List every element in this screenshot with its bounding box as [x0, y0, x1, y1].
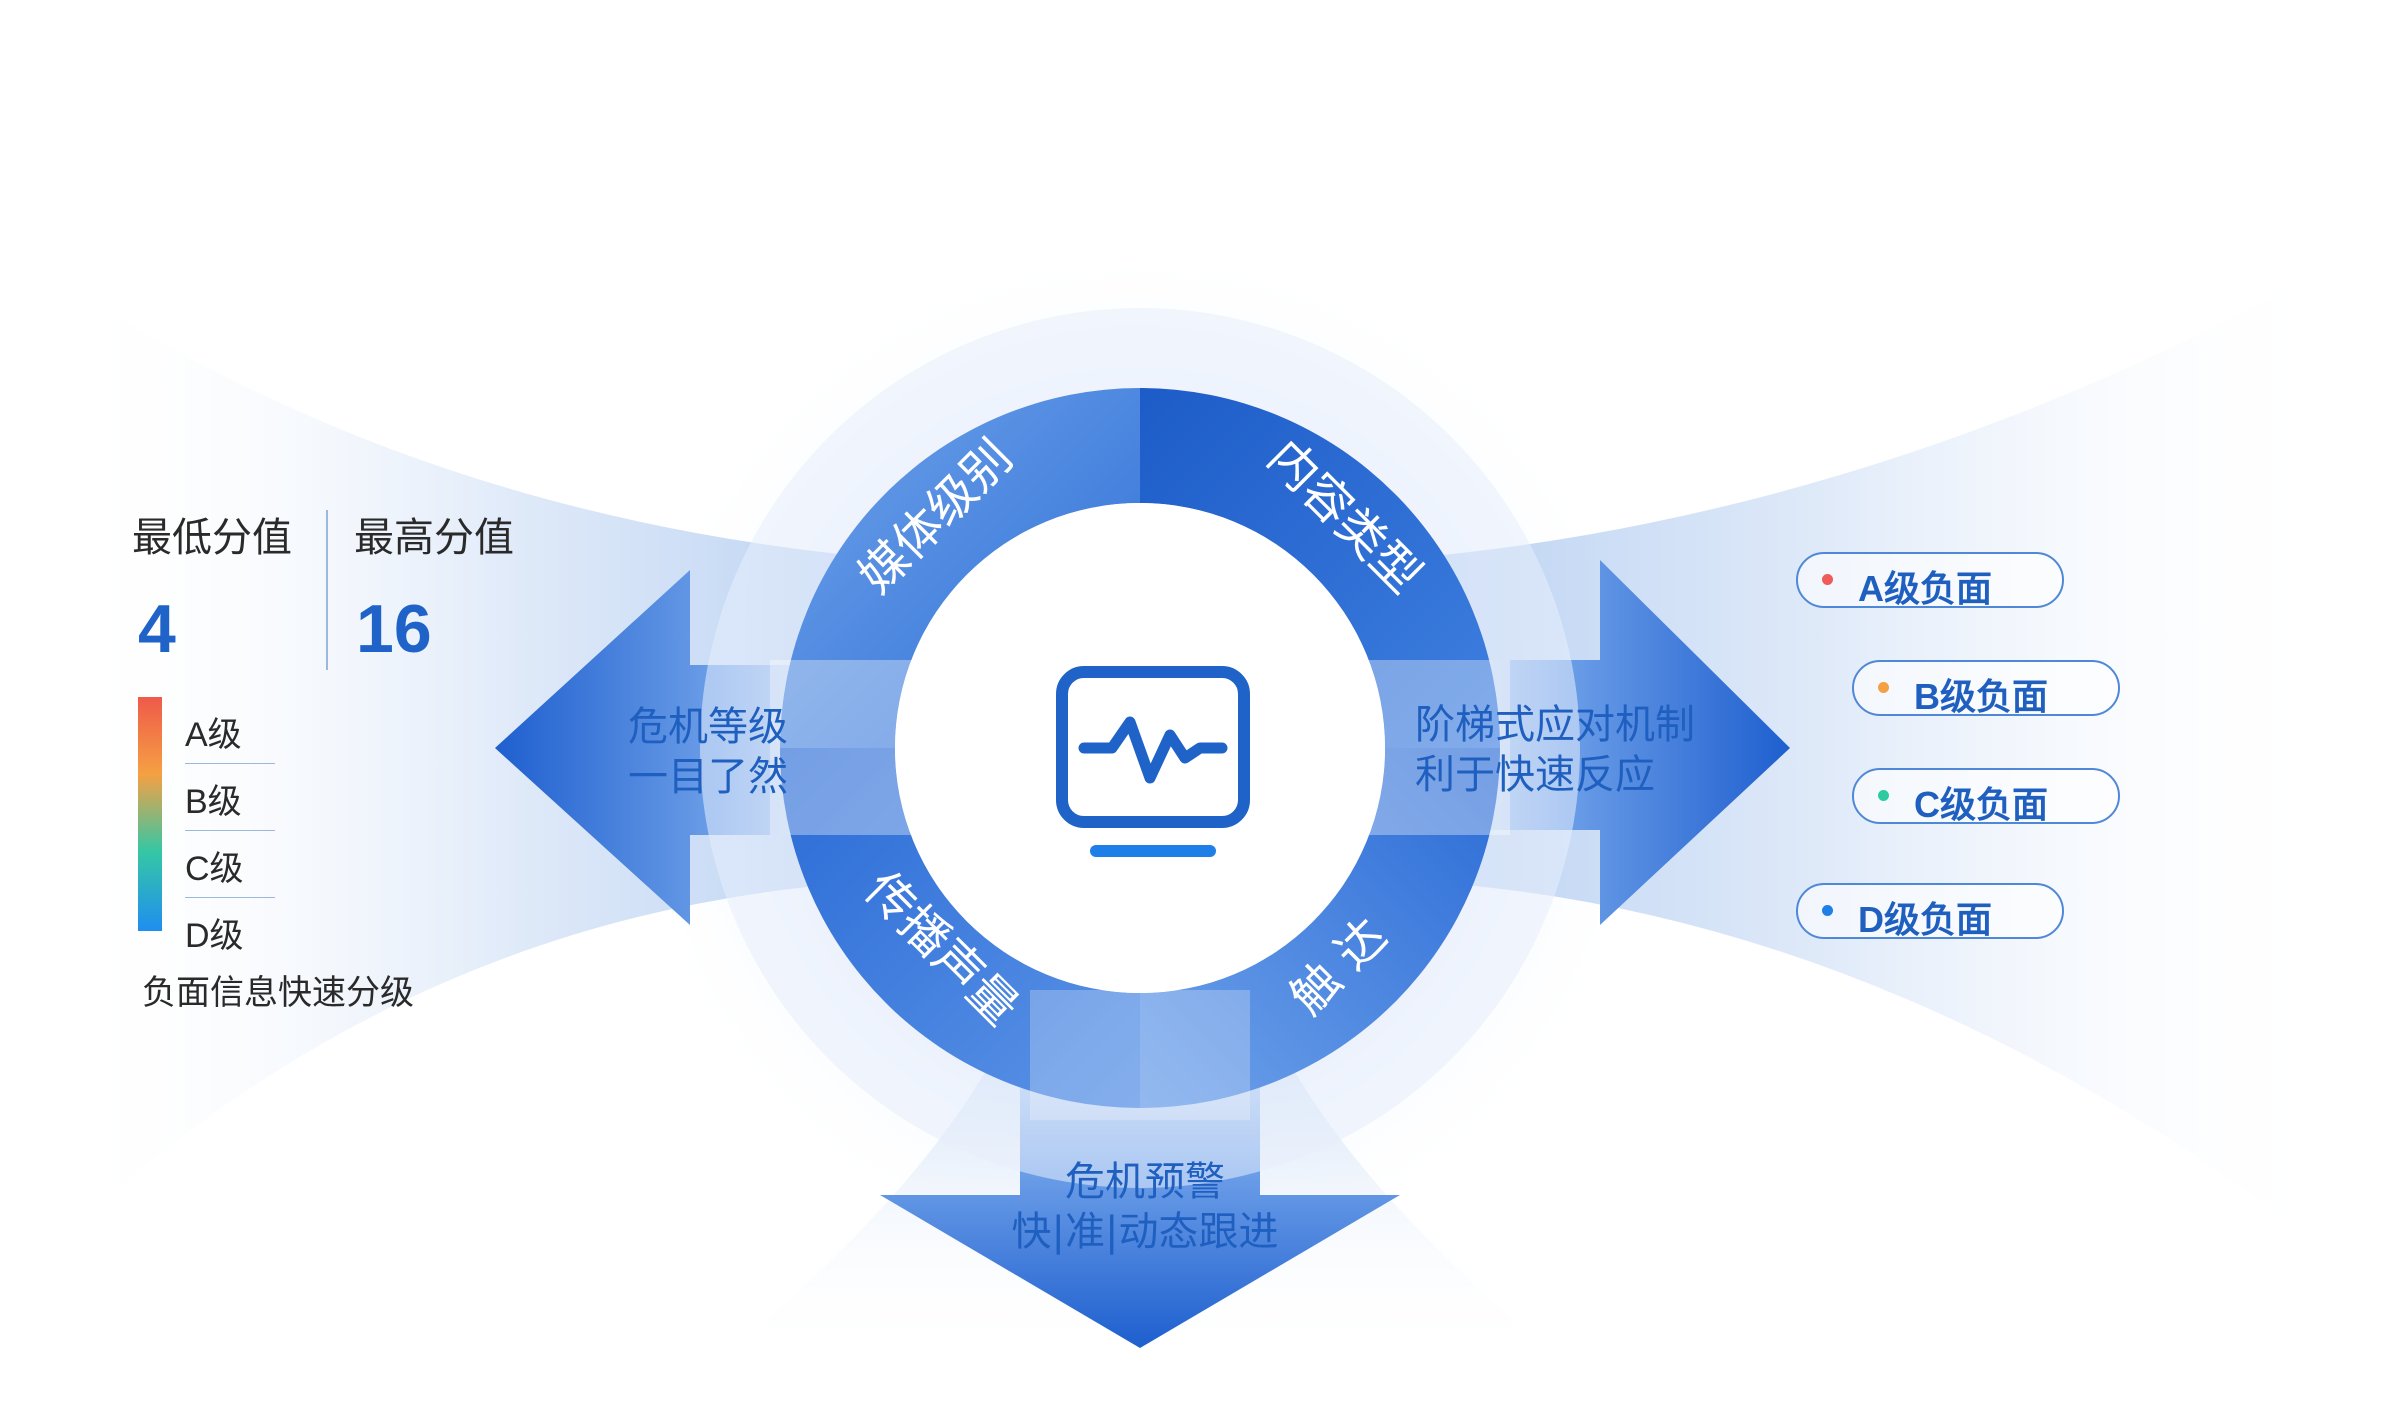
- level-pill-b: B级负面: [1852, 660, 2120, 717]
- grade-row: C级: [185, 831, 275, 898]
- level-pill-c: C级负面: [1852, 768, 2120, 825]
- level-dot: [1822, 905, 1833, 916]
- ring-segment-touch: [1140, 748, 1500, 1108]
- ring-segment-content: [1140, 388, 1500, 748]
- max-score-label: 最高分值: [354, 515, 514, 561]
- grade-row: A级: [185, 697, 275, 764]
- level-dot: [1822, 574, 1833, 585]
- ring-segment-reach: [780, 748, 1140, 1108]
- left-arrow-line2: 一目了然: [628, 754, 788, 800]
- grading-caption: 负面信息快速分级: [142, 973, 414, 1013]
- right-arrow-line2: 利于快速反应: [1415, 752, 1655, 798]
- bottom-arrow-line2: 快|准|动态跟进: [1012, 1209, 1279, 1255]
- grade-row: B级: [185, 764, 275, 831]
- bottom-arrow-line1: 危机预警: [1065, 1159, 1225, 1205]
- monitor-pulse-icon: [1056, 666, 1250, 857]
- stat-divider: [326, 510, 328, 670]
- ring-segment-media: [780, 388, 1140, 748]
- left-arrow: [495, 570, 905, 925]
- left-wing: [60, 280, 900, 1240]
- level-dot: [1878, 682, 1889, 693]
- right-arrow-line1: 阶梯式应对机制: [1415, 702, 1695, 748]
- right-arrow: [1375, 560, 1790, 925]
- min-score-label: 最低分值: [132, 515, 292, 561]
- grade-color-bar: [138, 697, 162, 931]
- min-score-value: 4: [138, 591, 176, 667]
- grade-row: D级: [185, 917, 244, 955]
- left-arrow-line1: 危机等级: [628, 704, 788, 750]
- right-wing: [1390, 260, 2340, 1260]
- level-dot: [1878, 790, 1889, 801]
- level-pill-a: A级负面: [1796, 552, 2064, 609]
- max-score-value: 16: [356, 591, 432, 667]
- score-panel: 最低分值 4 最高分值 16 A级 B级 C级 D级 负面信息快速分级: [130, 505, 550, 1025]
- vertical-band: [1030, 990, 1250, 1120]
- level-pill-d: D级负面: [1796, 883, 2064, 940]
